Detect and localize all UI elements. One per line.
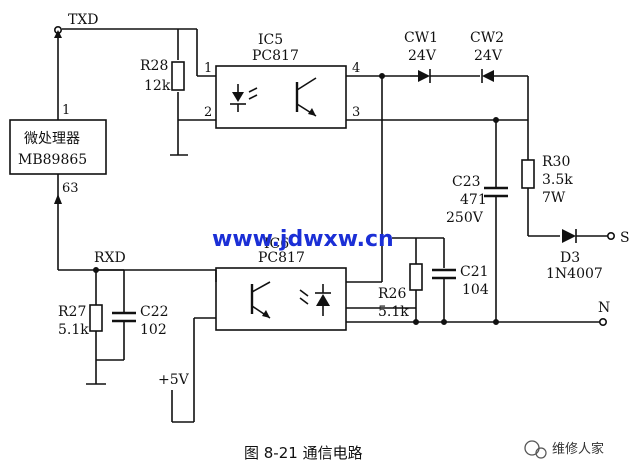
mcu-pin63-label: 63 <box>62 181 79 196</box>
r30-value1: 3.5k <box>542 172 573 188</box>
s-label: S <box>620 230 630 246</box>
ic5-pin4: 4 <box>352 61 360 76</box>
r27-value: 5.1k <box>58 322 89 338</box>
txd-wire <box>57 28 216 156</box>
rxd-label: RXD <box>94 250 126 266</box>
c22-value: 102 <box>140 322 167 338</box>
rxd-arrow-icon <box>54 194 62 204</box>
cw2-zener-icon <box>481 69 494 83</box>
r27-resistor <box>89 304 103 332</box>
d3-model: 1N4007 <box>546 266 603 282</box>
r27-label: R27 <box>58 304 86 320</box>
r26-label: R26 <box>378 286 406 302</box>
cw1-value: 24V <box>408 48 437 64</box>
brand-badge: 维修人家 <box>524 440 604 459</box>
cw2-label: CW2 <box>470 30 504 46</box>
txd-arrow-icon <box>54 30 62 38</box>
c23-label: C23 <box>452 174 481 190</box>
ic5-pin2: 2 <box>204 105 212 120</box>
d3-diode-icon <box>562 229 577 243</box>
r30-value2: 7W <box>542 190 566 206</box>
ic6-led-icon <box>299 284 331 316</box>
figure-caption: 图 8-21 通信电路 <box>244 444 363 462</box>
cw1-label: CW1 <box>404 30 438 46</box>
c22-label: C22 <box>140 304 169 320</box>
ic6-model: PC817 <box>258 250 305 266</box>
c21-value: 104 <box>462 282 489 298</box>
watermark-text: www.jdwxw.cn <box>212 227 394 252</box>
ic5-label: IC5 <box>258 32 283 48</box>
wechat-icon-small <box>535 447 547 459</box>
ic5-led-icon <box>230 84 258 112</box>
ic5-pin1: 1 <box>204 61 212 76</box>
ic6-label: IC6 <box>264 236 289 252</box>
ic6-box <box>215 267 347 331</box>
ic5-pin3: 3 <box>352 105 360 120</box>
brand-text: 维修人家 <box>552 441 604 457</box>
r26-value: 5.1k <box>378 304 409 320</box>
c23-value1: 471 <box>460 192 487 208</box>
c23-value2: 250V <box>446 210 484 226</box>
r26-resistor <box>409 263 423 291</box>
mcu-pin1-label: 1 <box>62 103 70 118</box>
cw1-zener-icon <box>418 69 431 83</box>
r30-resistor <box>521 159 535 189</box>
wechat-icon <box>524 440 540 456</box>
plus5v-label: +5V <box>158 372 190 388</box>
ic5-box <box>215 65 347 129</box>
c21-label: C21 <box>460 264 489 280</box>
mcu-model-label: MB89865 <box>18 152 87 168</box>
ic5-model: PC817 <box>252 48 299 64</box>
n-label: N <box>598 300 610 316</box>
ic6-phototransistor-icon <box>250 281 271 319</box>
r28-label: R28 <box>140 58 168 74</box>
n-terminal <box>598 317 607 326</box>
r28-value: 12k <box>144 78 171 94</box>
d3-label: D3 <box>560 250 580 266</box>
cw2-value: 24V <box>474 48 503 64</box>
c22-capacitor-icon <box>112 311 136 323</box>
ic5-phototransistor-icon <box>295 77 317 117</box>
c23-capacitor-icon <box>484 186 508 198</box>
s-terminal <box>606 232 615 241</box>
r28-resistor <box>171 61 185 91</box>
mcu-name-label: 微处理器 <box>24 131 80 147</box>
r30-label: R30 <box>542 154 570 170</box>
c21-capacitor-icon <box>432 268 456 280</box>
txd-label: TXD <box>68 12 99 28</box>
